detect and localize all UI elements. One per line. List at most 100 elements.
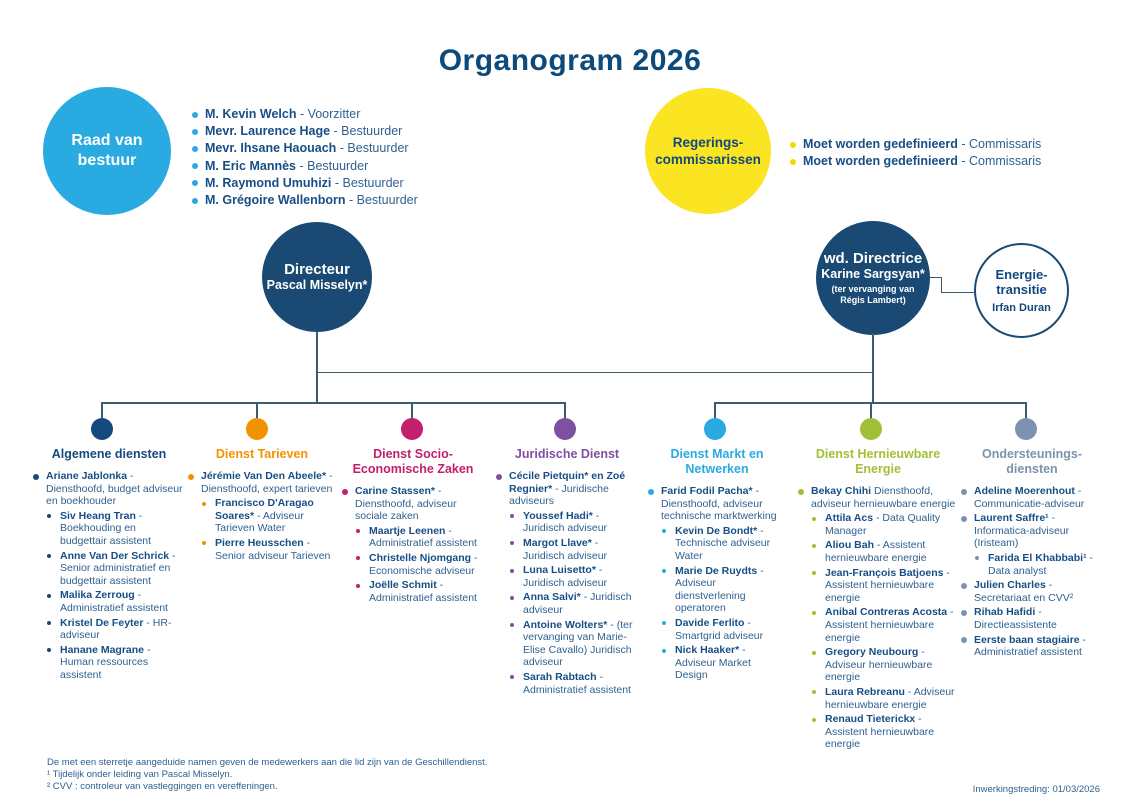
member-name: Adeline Moerenhout bbox=[974, 485, 1075, 497]
deputy-director-circle: wd. Directrice Karine Sargsyan* (ter ver… bbox=[816, 221, 930, 335]
member-name: Youssef Hadi* bbox=[523, 509, 593, 522]
member-name: Eerste baan stagiaire bbox=[974, 633, 1080, 646]
member-role: - Assistent hernieuwbare energie bbox=[825, 566, 950, 604]
dept-member-list: Ariane Jablonka - Diensthoofd, budget ad… bbox=[33, 470, 185, 682]
bullet-icon bbox=[790, 141, 796, 148]
board-circle: Raad van bestuur bbox=[43, 87, 171, 215]
member-role: - Administratief assistent bbox=[974, 633, 1087, 659]
dept-header: Dienst Tarieven bbox=[215, 447, 309, 461]
connector-dept-stub bbox=[714, 402, 716, 420]
member-item: Laura Rebreanu - Adviseur hernieuwbare e… bbox=[800, 686, 958, 711]
member-text: Eerste baan stagiaire - Administratief a… bbox=[974, 634, 1086, 659]
connector-dept-stub bbox=[564, 402, 566, 420]
dept-dot-icon bbox=[246, 418, 268, 440]
member-role: - Diensthoofd, expert tarieven bbox=[201, 470, 333, 495]
board-circle-label: Raad van bestuur bbox=[71, 132, 143, 169]
member-item: Hanane Magrane - Human ressources assist… bbox=[35, 644, 185, 682]
dept-header: Algemene diensten bbox=[51, 447, 167, 461]
member-text: Anna Salvi* - Juridisch adviseur bbox=[523, 591, 632, 616]
commissioners-circle-label: Regerings- commissarissen bbox=[655, 135, 761, 167]
member-item: Rihab Hafidi - Directieassistente bbox=[961, 606, 1103, 631]
member-name: M. Grégoire Wallenborn bbox=[205, 193, 346, 208]
bullet-icon bbox=[961, 515, 967, 522]
member-role: - Adviseur hernieuwbare energie bbox=[825, 646, 933, 684]
commissioners-circle: Regerings- commissarissen bbox=[645, 88, 771, 214]
connector-dept-stub bbox=[256, 402, 258, 420]
member-text: Pierre Heusschen - Senior adviseur Tarie… bbox=[215, 537, 330, 562]
bullet-icon bbox=[192, 111, 198, 118]
bullet-icon bbox=[961, 609, 967, 616]
member-item: Francisco D'Aragao Soares* - Adviseur Ta… bbox=[190, 497, 336, 535]
bullet-icon bbox=[356, 583, 360, 588]
member-text: Bekay Chihi Diensthoofd, adviseur hernie… bbox=[811, 485, 955, 510]
member-name: Carine Stassen* bbox=[355, 485, 435, 497]
member-text: Renaud Tieterickx - Assistent hernieuwba… bbox=[825, 713, 934, 750]
member-role: - Secretariaat en CVV² bbox=[974, 579, 1074, 604]
member-role: - Bestuurder bbox=[331, 175, 404, 190]
deputy-director-title: wd. Directrice bbox=[823, 250, 923, 267]
member-text: Nick Haaker* - Adviseur Market Design bbox=[675, 644, 751, 681]
bullet-icon bbox=[662, 529, 666, 534]
bullet-icon bbox=[812, 610, 816, 615]
member-role: - (ter vervanging van Marie-Elise Cavall… bbox=[523, 618, 633, 669]
connector-energy-elbow-v bbox=[940, 276, 942, 293]
member-name: Mevr. Ihsane Haouach bbox=[205, 141, 337, 156]
footnotes: De met een sterretje aangeduide namen ge… bbox=[47, 757, 488, 792]
member-name: Laurent Saffre¹ bbox=[974, 512, 1049, 525]
bullet-icon bbox=[188, 473, 194, 480]
dept-dot-icon bbox=[91, 418, 113, 440]
dept-member-list: Bekay Chihi Diensthoofd, adviseur hernie… bbox=[798, 485, 958, 751]
member-text: Anibal Contreras Acosta - Assistent hern… bbox=[825, 606, 954, 643]
member-item: Ariane Jablonka - Diensthoofd, budget ad… bbox=[33, 470, 185, 508]
director-name: Pascal Misselyn* bbox=[266, 278, 368, 292]
bullet-icon bbox=[648, 488, 654, 495]
member-item: Jérémie Van Den Abeele* - Diensthoofd, e… bbox=[188, 470, 336, 495]
bullet-icon bbox=[510, 514, 514, 519]
member-item: Anibal Contreras Acosta - Assistent hern… bbox=[800, 606, 958, 644]
bullet-icon bbox=[202, 501, 206, 506]
member-role: Diensthoofd, adviseur hernieuwbare energ… bbox=[811, 485, 956, 510]
bullet-icon bbox=[812, 717, 816, 722]
member-item: Luna Luisetto* - Juridisch adviseur bbox=[498, 564, 638, 589]
member-item: Joëlle Schmit - Administratief assistent bbox=[344, 579, 484, 604]
member-role: - Commissaris bbox=[957, 137, 1042, 151]
member-text: Ariane Jablonka - Diensthoofd, budget ad… bbox=[46, 470, 183, 507]
member-role: - Adviseur Tarieven Water bbox=[215, 509, 304, 535]
member-text: M. Grégoire Wallenborn - Bestuurder bbox=[205, 193, 418, 207]
member-name: Jérémie Van Den Abeele* bbox=[201, 470, 327, 482]
director-circle: Directeur Pascal Misselyn* bbox=[262, 222, 372, 332]
member-item: Margot Llave* - Juridisch adviseur bbox=[498, 537, 638, 562]
member-text: Jérémie Van Den Abeele* - Diensthoofd, e… bbox=[201, 470, 333, 495]
member-role: - Juridisch adviseur bbox=[523, 564, 608, 589]
bullet-icon bbox=[192, 180, 198, 187]
member-name: Margot Llave* bbox=[523, 536, 592, 549]
member-item: Marie De Ruydts - Adviseur dienstverleni… bbox=[650, 565, 786, 615]
connector-directors-horizontal bbox=[316, 371, 873, 373]
bullet-icon bbox=[812, 543, 816, 548]
member-role: - Juridisch adviseur bbox=[523, 591, 632, 616]
member-role: - Assistent hernieuwbare energie bbox=[825, 539, 927, 564]
energy-transition-name: Irfan Duran bbox=[992, 302, 1051, 314]
member-item: Christelle Njomgang - Economische advise… bbox=[344, 552, 484, 577]
member-role: - Bestuurder bbox=[336, 141, 409, 156]
member-role: - Adviseur dienstverlening operatoren bbox=[675, 564, 764, 615]
member-role: - Diensthoofd, adviseur technische markt… bbox=[661, 485, 777, 523]
member-role: - Technische adviseur Water bbox=[675, 524, 771, 562]
member-role: - Informatica-adviseur (Iristeam) bbox=[974, 512, 1070, 550]
member-item: Nick Haaker* - Adviseur Market Design bbox=[650, 644, 786, 682]
member-item: Adeline Moerenhout - Communicatie-advise… bbox=[961, 485, 1103, 510]
member-item: Maartje Leenen - Administratief assisten… bbox=[344, 525, 484, 550]
member-item: Farid Fodil Pacha* - Diensthoofd, advise… bbox=[648, 485, 786, 523]
member-role: - Directieassistente bbox=[974, 606, 1057, 631]
bullet-icon bbox=[192, 128, 198, 135]
member-item: Anne Van Der Schrick - Senior administra… bbox=[35, 550, 185, 588]
member-item: Carine Stassen* - Diensthoofd, adviseur … bbox=[342, 485, 484, 523]
connector-deputy-vertical bbox=[872, 333, 874, 403]
connector-energy-elbow-h1 bbox=[929, 276, 942, 278]
member-role: - Communicatie-adviseur bbox=[974, 485, 1085, 510]
bullet-icon bbox=[812, 571, 816, 576]
member-name: Bekay Chihi bbox=[811, 485, 872, 497]
member-name: Nick Haaker* bbox=[675, 644, 740, 657]
